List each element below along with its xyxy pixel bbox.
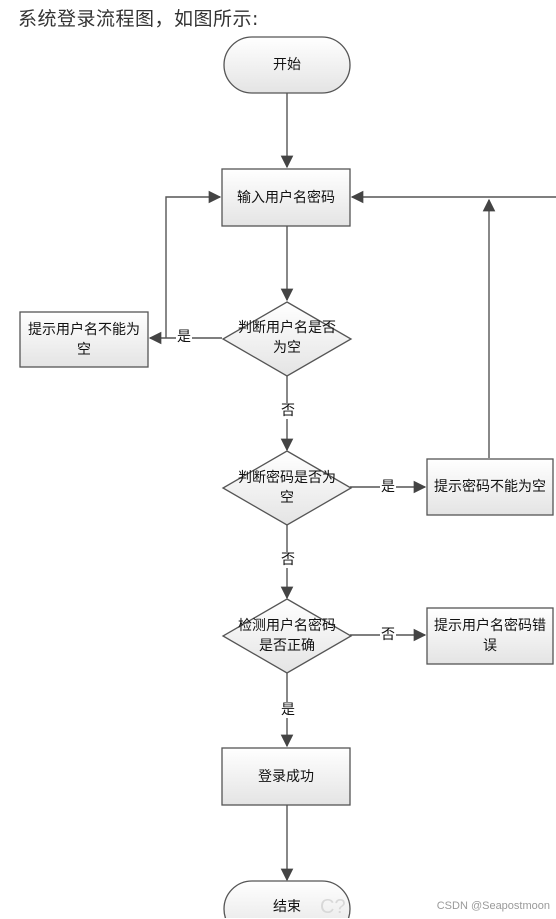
node-end-shape — [223, 880, 351, 918]
label-user-no: 否 — [280, 403, 296, 419]
node-wrong-tip-shape — [426, 607, 554, 665]
label-pwd-yes: 是 — [380, 479, 396, 495]
faint-overlay-text: C? — [320, 896, 346, 918]
node-pwd-empty-tip-shape — [426, 458, 554, 516]
label-verify-yes: 是 — [280, 702, 296, 718]
csdn-watermark: CSDN @Seapostmoon — [436, 900, 550, 912]
node-success-shape — [221, 747, 351, 806]
node-input-shape — [221, 168, 351, 227]
label-user-yes: 是 — [176, 329, 192, 345]
node-verify-shape — [221, 598, 353, 674]
label-pwd-no: 否 — [280, 552, 296, 568]
node-check-user-shape — [221, 301, 353, 377]
label-verify-no: 否 — [380, 627, 396, 643]
node-start-shape — [223, 36, 351, 94]
page-heading: 系统登录流程图，如图所示: — [18, 8, 259, 30]
node-user-empty-tip-shape — [19, 311, 149, 368]
edge-usertip-back — [165, 190, 222, 338]
node-check-pwd-shape — [221, 450, 353, 526]
